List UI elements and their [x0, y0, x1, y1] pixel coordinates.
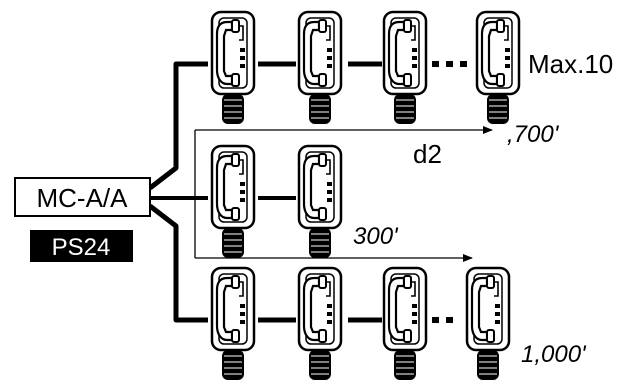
distance-bottom-label: 1,000': [521, 341, 587, 368]
top-station-3-handset-station-icon: [382, 10, 428, 126]
distance-middle-label: 300': [353, 223, 399, 250]
bottom-station-1-handset-station-icon: [210, 266, 256, 381]
top-station-2-handset-station-icon: [297, 10, 343, 126]
trunk-wiring: [148, 61, 208, 323]
master-unit: MC-A/A: [14, 177, 151, 217]
distance-arrows: [194, 126, 493, 262]
bottom-station-2-handset-station-icon: [297, 266, 343, 381]
distance-name-label: d2: [413, 139, 442, 169]
master-unit-label: MC-A/A: [37, 183, 129, 213]
bottom-station-3-handset-station-icon: [382, 266, 428, 381]
max-stations-label: Max.10: [528, 49, 613, 79]
distance-top-label: ,700': [507, 121, 560, 148]
middle-station-1-handset-station-icon: [210, 144, 256, 260]
middle-station-2-handset-station-icon: [297, 144, 343, 260]
bottom-station-4-handset-station-icon: [465, 266, 511, 381]
top-station-1-handset-station-icon: [210, 10, 256, 126]
top-station-4-handset-station-icon: [475, 10, 521, 126]
power-supply-label: PS24: [52, 234, 111, 261]
power-supply: PS24: [30, 230, 133, 262]
